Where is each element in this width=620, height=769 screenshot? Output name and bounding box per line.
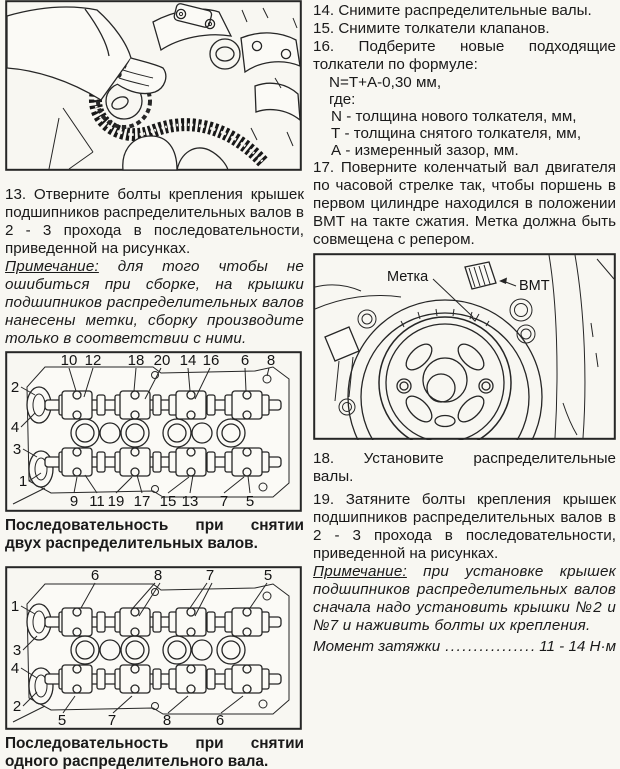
callout-number: 6 xyxy=(91,567,99,584)
right-column: 14. Снимите распределительные валы. 15. … xyxy=(313,2,616,655)
tappet-formula: N=T+A-0,30 мм, где: N - толщина нового т… xyxy=(313,74,616,159)
note-text: для того чтобы не ошибиться при сборке, … xyxy=(5,258,304,347)
tdc-mark-figure: Метка ВМТ xyxy=(313,253,616,440)
note-disassembly: Примечание: для того чтобы не ошибиться … xyxy=(5,258,304,348)
callout-number: 20 xyxy=(154,352,171,369)
cylinder-head xyxy=(12,583,290,723)
note-text: при установке крышек подшипников распред… xyxy=(313,563,617,634)
callout-number: 6 xyxy=(216,712,224,729)
labels: Метка ВМТ xyxy=(387,269,550,318)
formula-t: Т - толщина снятого толкателя, мм, xyxy=(331,125,582,142)
timing-chain-figure xyxy=(5,0,304,171)
callout-number: 7 xyxy=(206,567,214,584)
formula-where: где: xyxy=(329,91,356,108)
note-label: Примечание: xyxy=(313,563,407,580)
bolt-hatching xyxy=(468,264,491,288)
callout-leader-lines xyxy=(20,367,270,494)
note-assembly: Примечание: при установке крышек подшипн… xyxy=(313,563,616,635)
callout-number: 4 xyxy=(11,419,19,436)
step-17: 17. Поверните коленчатый вал двигателя п… xyxy=(313,159,616,248)
callout-number: 18 xyxy=(128,352,145,369)
callout-number: 14 xyxy=(180,352,197,369)
figure-border xyxy=(313,253,616,440)
two-camshafts-sequence-drawing: 10 12 18 20 14 16 6 8 2 4 3 1 9 11 19 17 xyxy=(5,351,302,512)
callout-number: 19 xyxy=(108,493,125,510)
step-14: 14. Снимите распределительные валы. xyxy=(313,2,592,19)
callout-number: 1 xyxy=(11,598,19,615)
callout-number: 6 xyxy=(241,352,249,369)
note-label: Примечание: xyxy=(5,258,99,275)
callout-leader-lines xyxy=(20,582,268,714)
callout-number: 10 xyxy=(61,352,78,369)
tdc-label: ВМТ xyxy=(519,278,550,294)
step-13: 13. Отверните болты крепления крышек под… xyxy=(5,186,304,257)
formula-main: N=T+A-0,30 мм, xyxy=(329,74,442,91)
callout-number: 12 xyxy=(85,352,102,369)
torque-dot-leader: ................. xyxy=(445,638,535,655)
step-19: 19. Затяните болты крепления крышек подш… xyxy=(313,491,616,562)
callout-number: 5 xyxy=(264,567,272,584)
two-camshafts-sequence-figure: 10 12 18 20 14 16 6 8 2 4 3 1 9 11 19 17 xyxy=(5,351,304,512)
torque-label: Момент затяжки xyxy=(313,638,441,655)
callout-number: 9 xyxy=(70,493,78,510)
figure-border xyxy=(5,566,302,730)
callout-numbers: 10 12 18 20 14 16 6 8 2 4 3 1 9 11 19 17 xyxy=(11,352,275,510)
engine-surroundings xyxy=(314,254,615,439)
callout-number: 17 xyxy=(134,493,151,510)
hand-drawing xyxy=(6,6,229,171)
callout-number: 3 xyxy=(13,642,21,659)
callout-number: 5 xyxy=(58,712,66,729)
callout-number: 7 xyxy=(108,712,116,729)
mark-leader-line xyxy=(432,278,474,318)
callout-number: 8 xyxy=(163,712,171,729)
callout-number: 11 xyxy=(89,493,105,510)
mark-label: Метка xyxy=(387,269,429,285)
torque-value: 11 - 14 Н·м xyxy=(539,638,616,655)
tdc-mark-drawing: Метка ВМТ xyxy=(313,253,616,440)
tdc-bolt xyxy=(464,261,497,290)
callout-number: 2 xyxy=(13,698,21,715)
step-15: 15. Снимите толкатели клапанов. xyxy=(313,20,550,37)
callout-numbers: 6 8 7 5 1 3 4 2 5 7 8 6 xyxy=(11,567,272,729)
callout-number: 8 xyxy=(154,567,162,584)
callout-number: 13 xyxy=(182,493,199,510)
engine-background xyxy=(48,3,301,170)
callout-number: 8 xyxy=(267,352,275,369)
timing-chain-drawing xyxy=(5,0,302,171)
spark-plug-wells xyxy=(70,418,246,448)
callout-number: 15 xyxy=(160,493,177,510)
callout-number: 5 xyxy=(246,493,254,510)
bearing-caps xyxy=(61,607,263,694)
flywheel-ring xyxy=(347,299,543,440)
tdc-arrowhead xyxy=(499,277,507,284)
callout-number: 16 xyxy=(203,352,220,369)
callout-number: 1 xyxy=(19,473,27,490)
spark-plug-wells xyxy=(70,635,246,665)
callout-number: 7 xyxy=(220,493,228,510)
torque-spec: Момент затяжки ................. 11 - 14… xyxy=(313,638,616,655)
one-camshaft-sequence-figure: 6 8 7 5 1 3 4 2 5 7 8 6 xyxy=(5,566,304,730)
left-column: 13. Отверните болты крепления крышек под… xyxy=(5,0,304,769)
timing-mark-notch xyxy=(470,313,480,322)
figure-border xyxy=(5,351,302,512)
crankshaft-pulley xyxy=(378,316,512,440)
callout-number: 2 xyxy=(11,379,19,396)
formula-n: N - толщина нового толкателя, мм, xyxy=(331,108,577,125)
callout-number: 3 xyxy=(13,441,21,458)
one-camshaft-sequence-drawing: 6 8 7 5 1 3 4 2 5 7 8 6 xyxy=(5,566,302,730)
callout-number: 4 xyxy=(11,660,19,677)
formula-a: А - измеренный зазор, мм. xyxy=(331,142,519,159)
step-16: 16. Подберите новые подходящие толкатели… xyxy=(313,38,616,73)
bearing-caps xyxy=(61,390,263,477)
